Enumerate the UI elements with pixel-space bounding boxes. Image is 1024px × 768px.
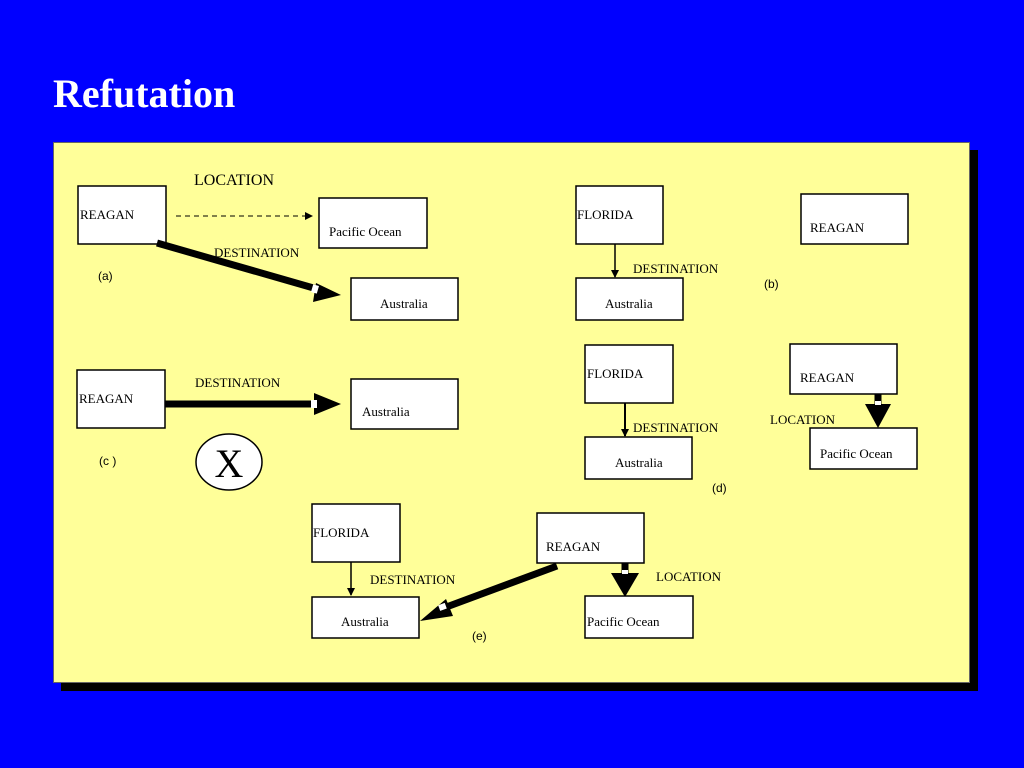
slide-title: Refutation <box>53 71 236 116</box>
reagan-label: REAGAN <box>810 220 865 235</box>
diagram-e: FLORIDA DESTINATION Australia REAGAN LOC… <box>311 503 722 643</box>
pacific-ocean-label: Pacific Ocean <box>587 614 660 629</box>
reagan-label: REAGAN <box>79 391 134 406</box>
reagan-box <box>789 343 898 395</box>
destination-thick-arrow-shaft <box>156 239 318 293</box>
australia-box <box>350 277 459 321</box>
australia-label: Australia <box>605 296 653 311</box>
pacific-ocean-label: Pacific Ocean <box>329 224 402 239</box>
destination-thick-arrow-shaft <box>439 562 559 613</box>
destination-thick-arrow-head <box>420 599 453 621</box>
location-thick-arrow-head <box>865 404 891 428</box>
tag-c: (c ) <box>99 454 116 468</box>
tag-b: (b) <box>764 277 779 291</box>
pacific-ocean-box <box>584 595 694 639</box>
australia-label: Australia <box>380 296 428 311</box>
destination-thick-arrow-head <box>314 393 341 415</box>
cross-circle <box>195 433 263 491</box>
diagram-a: LOCATION REAGAN Pacific Ocean DESTINATIO… <box>77 172 459 321</box>
arrow-notch <box>622 570 628 574</box>
destination-label: DESTINATION <box>633 420 719 435</box>
cross-symbol: X <box>215 441 244 486</box>
arrow-notch <box>311 284 319 294</box>
destination-label: DESTINATION <box>370 572 456 587</box>
reagan-box <box>536 512 645 564</box>
australia-box <box>311 596 420 639</box>
florida-box <box>575 185 664 245</box>
reagan-label: REAGAN <box>546 539 601 554</box>
diagram-d: FLORIDA DESTINATION Australia (d) REAGAN… <box>584 343 918 495</box>
reagan-box <box>77 185 167 245</box>
reagan-box <box>800 193 909 245</box>
pacific-ocean-box <box>318 197 428 249</box>
diagram-b: FLORIDA DESTINATION Australia REAGAN (b) <box>575 185 909 321</box>
destination-label: DESTINATION <box>633 261 719 276</box>
tag-a: (a) <box>98 269 113 283</box>
arrow-notch <box>311 400 317 408</box>
reagan-label: REAGAN <box>800 370 855 385</box>
tag-e: (e) <box>472 629 487 643</box>
florida-box <box>311 503 401 563</box>
australia-label: Australia <box>362 404 410 419</box>
tag-d: (d) <box>712 481 727 495</box>
australia-box <box>575 277 684 321</box>
destination-thick-arrow-head <box>313 283 341 302</box>
destination-label: DESTINATION <box>195 375 281 390</box>
diagram-c: REAGAN DESTINATION Australia (c ) X <box>76 369 459 491</box>
location-label: LOCATION <box>194 172 274 189</box>
pacific-ocean-label: Pacific Ocean <box>820 446 893 461</box>
australia-label: Australia <box>615 455 663 470</box>
australia-box <box>350 378 459 430</box>
arrow-notch <box>438 602 447 611</box>
arrow-notch <box>875 401 881 405</box>
location-thick-arrow-head <box>611 573 639 597</box>
reagan-box <box>76 369 166 429</box>
destination-label: DESTINATION <box>214 245 300 260</box>
australia-box <box>584 436 693 480</box>
florida-box <box>584 344 674 404</box>
florida-label: FLORIDA <box>313 525 370 540</box>
florida-label: FLORIDA <box>587 366 644 381</box>
florida-label: FLORIDA <box>577 207 634 222</box>
location-label: LOCATION <box>656 569 722 584</box>
australia-label: Australia <box>341 614 389 629</box>
location-label: LOCATION <box>770 412 836 427</box>
reagan-label: REAGAN <box>80 207 135 222</box>
pacific-ocean-box <box>809 427 918 470</box>
